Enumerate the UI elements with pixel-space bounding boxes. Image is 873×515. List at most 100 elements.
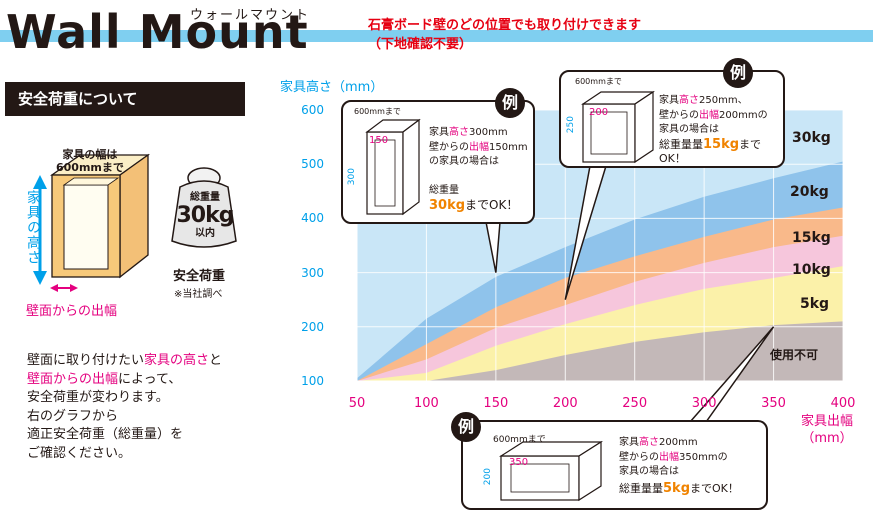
example-height-label: 200 [483,468,493,486]
y-tick-label: 300 [301,265,324,280]
x-axis-label-line1: 家具出幅 [801,414,854,429]
example-shelf-icon [498,440,604,502]
shelf-box-icon [49,153,151,279]
example-result-weight: 15kg [703,136,740,152]
width-note-line1: 家具の幅は [62,148,118,161]
zone-label: 10kg [792,262,831,278]
description-highlight-height: 家具の高さ [144,353,210,368]
text: 壁からの [619,451,659,463]
text: 350mm [679,451,718,463]
section-heading: 安全荷重について [5,82,245,116]
zone-label: 5kg [800,296,830,312]
text: の [757,109,768,121]
depth-label: 壁面からの出幅 [26,304,118,319]
installation-note-line1: 石膏ボード壁のどの位置でも取り付けできます [368,18,642,33]
x-tick-label: 50 [348,396,366,411]
y-tick-label: 600 [301,103,324,117]
text: 家具の場合は [619,466,679,477]
safe-load-label: 安全荷重 [173,269,226,284]
example-depth-label: 150 [369,135,389,146]
header-band [0,30,873,42]
installation-note-line2: （下地確認不要） [368,37,473,52]
description: 壁面に取り付けたい家具の高さと 壁面からの出幅によって、 安全荷重が変わります。… [27,352,222,463]
example-badge: 例 [451,412,481,442]
example-height-label: 300 [347,168,357,186]
height-arrow-icon [33,175,47,285]
zone-label: 30kg [792,130,831,146]
text: 出幅 [659,451,679,463]
weight-icon [171,167,237,248]
example-badge: 例 [723,58,753,88]
y-tick-label: 500 [301,157,324,172]
x-tick-label: 400 [830,396,856,411]
height-label: 家具の高さ [25,190,41,265]
description-line: 適正安全荷重（総重量）を [27,427,184,442]
x-axis-label-line2: （mm） [801,431,853,446]
description-line: ご確認ください。 [27,445,132,461]
depth-arrow-icon [50,284,78,292]
text: 高さ [639,437,659,448]
example-callout-3: 例 600mmまで 350 200 家具高さ200mm 壁からの出幅350mmの… [451,412,768,510]
x-tick-label: 100 [414,396,439,411]
x-axis-label: 家具出幅 （mm） [801,413,853,447]
text: 高さ [679,95,699,106]
width-note-line2: 600mmまで [56,161,124,174]
y-tick-label: 200 [301,319,324,334]
example-width-label: 600mmまで [493,435,546,445]
x-tick-label: 200 [552,396,578,411]
example-result-weight: 5kg [663,480,690,496]
shelf-illustration [33,153,237,292]
x-tick-label: 150 [483,396,509,411]
text: 250mm、 [699,95,748,106]
installation-note: 石膏ボード壁のどの位置でも取り付けできます （下地確認不要） [368,16,641,54]
text: 300mm [469,127,508,138]
weight-badge-value: 30kg [176,203,235,228]
zone-unusable [357,321,843,381]
text: 出幅 [469,141,489,153]
text: 総重量量 [619,481,663,495]
description-line: 右のグラフから [27,408,119,424]
example-text: 家具高さ200mm 壁からの出幅350mmの 家具の場合は 総重量量5kgまでO… [619,436,739,496]
text: 家具の場合は [659,124,719,135]
example-shelf-icon [365,118,421,216]
y-tick-label: 400 [301,211,324,226]
text: 200mm [659,437,698,448]
weight-badge: 総重量 30kg 以内 [176,192,235,240]
width-note: 家具の幅は 600mmまで [56,148,124,174]
description-line: 安全荷重が変わります。 [27,390,169,405]
example-result-weight: 30kg [429,198,466,213]
example-text: 家具高さ300mm 壁からの出幅150mm の家具の場合は 総重量 30kgまで… [429,126,528,214]
example-height-label: 250 [566,116,576,134]
x-tick-label: 350 [761,396,786,411]
zone-label: 使用不可 [770,348,819,362]
text: の [717,451,728,463]
example-text: 家具高さ250mm、 壁からの出幅200mmの 家具の場合は 総重量量15kgま… [659,94,783,167]
weight-badge-bottom: 以内 [195,228,215,239]
example-callout-1: 例 600mmまで 150 300 家具高さ300mm 壁からの出幅150mm … [341,88,535,224]
text: 高さ [449,127,469,138]
safe-load-note: ※当社調べ [174,289,223,300]
example-badge: 例 [495,88,525,118]
example-callout-2: 例 600mmまで 200 250 家具高さ250mm、 壁からの出幅200mm… [559,58,785,168]
page-title-kana: ウォールマウント [190,8,311,23]
zone-label: 20kg [790,184,829,200]
text: 家具 [619,437,639,448]
text: までOK！ [659,137,762,166]
text: 出幅 [699,109,719,121]
description-text: によって、 [118,371,182,387]
description-highlight-depth: 壁面からの出幅 [27,371,119,387]
text: 家具 [429,127,449,138]
description-text: 壁面に取り付けたい [27,353,145,368]
text: までOK！ [465,198,519,212]
text: 総重量量 [659,137,703,151]
description-text: と [209,353,223,368]
text: 壁からの [429,141,469,153]
example-depth-label: 350 [509,457,529,468]
x-tick-label: 300 [691,396,717,411]
text: 家具 [659,95,679,106]
example-width-label: 600mmまで [575,77,622,86]
weight-badge-top: 総重量 [190,192,220,203]
y-axis-label: 家具高さ（mm） [280,80,384,95]
example-width-label: 600mmまで [354,107,401,116]
zone-label: 15kg [792,230,831,246]
